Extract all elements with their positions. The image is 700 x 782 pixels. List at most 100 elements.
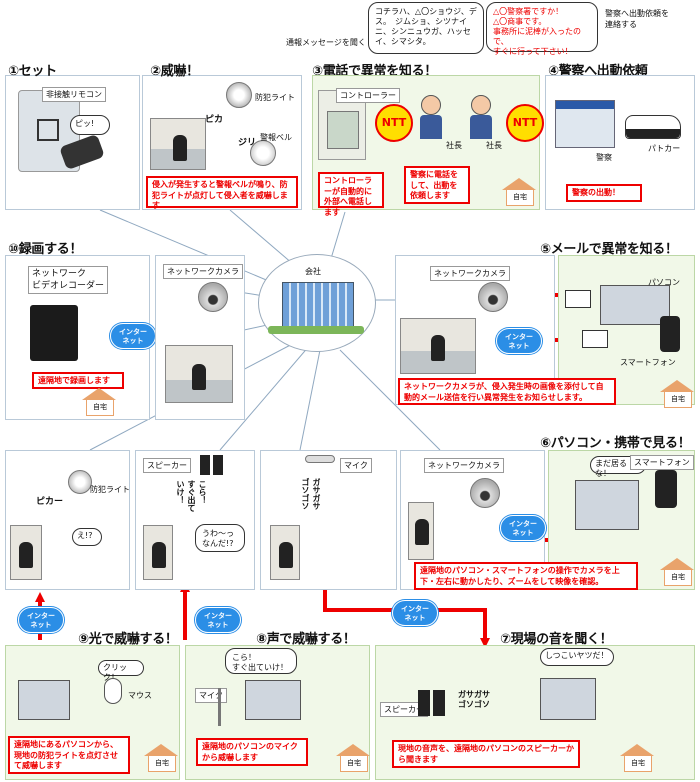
korasugu-text: こら！ すぐ出て いけ！ xyxy=(176,480,207,512)
mail-icon-1 xyxy=(565,290,591,308)
intrusion-photo-email xyxy=(400,318,476,374)
president-figure-1 xyxy=(420,95,442,140)
mic-label-7: マイク xyxy=(340,458,372,473)
intrusion-photo-view xyxy=(408,502,434,560)
smartphone-label: スマートフォン xyxy=(620,358,676,367)
police-request-text: 警察へ出動依頼を 連絡する xyxy=(605,9,669,29)
bip-bubble: ピッ! xyxy=(70,115,110,135)
section-title-email: ⑤メールで異常を知る！ xyxy=(540,242,678,257)
camera-icon-record xyxy=(198,282,228,312)
patrol-car-icon xyxy=(625,115,681,139)
caption-sound: 現地の音声を、遠隔地のパソコンのスピーカーから聞きます xyxy=(392,740,580,768)
speaker-icon-7b xyxy=(433,690,445,716)
mic-icon-7 xyxy=(305,455,335,463)
eh-bubble: え!? xyxy=(72,528,102,546)
home-icon-8: 自宅 xyxy=(336,744,370,772)
remote-label: 非接触リモコン xyxy=(42,87,106,102)
section-title-light: ⑨光で威嚇する！ xyxy=(78,632,178,647)
persistent-bubble: しつこいヤツだ！ xyxy=(540,648,614,666)
controller-label: コントローラー xyxy=(336,88,400,103)
mic-stand-icon xyxy=(218,688,221,726)
gasagasa-remote-text: ガサガサ ゴソゴソ xyxy=(458,690,490,709)
nvr-device xyxy=(30,305,78,361)
click-bubble: クリック！ xyxy=(98,660,144,682)
section-title-sound: ⑦現場の音を聞く！ xyxy=(500,632,613,647)
uwa-bubble: うわ～っ なんだ!? xyxy=(195,524,245,552)
caption-police-dispatch: 警察の出動！ xyxy=(566,184,642,202)
company-building-icon xyxy=(282,282,354,328)
pc-user-voice xyxy=(245,680,301,720)
mic-label-8: マイク xyxy=(195,688,227,703)
reader-logo-icon xyxy=(37,119,59,141)
mouse-icon xyxy=(104,678,122,704)
mail-icon-2 xyxy=(582,330,608,348)
president-figure-2 xyxy=(470,95,492,140)
caption-light: 遠隔地にあるパソコンから、現地の防犯ライトを点灯させて威嚇します xyxy=(8,736,130,774)
section-title-voice: ⑧声で威嚇する！ xyxy=(256,632,356,647)
jiri-text: ジリ… xyxy=(238,138,266,148)
intrusion-photo-voice xyxy=(143,525,173,580)
intrusion-photo-sound xyxy=(270,525,300,580)
pc-user-sound xyxy=(540,678,596,720)
pc-user-light xyxy=(18,680,70,720)
ntt-icon-1: NTT xyxy=(375,104,413,142)
home-icon-3: 自宅 xyxy=(502,178,536,206)
president-call-bubble: △〇警察署ですか！ △〇商事です。 事務所に泥棒が入ったので、 すぐに行って下さ… xyxy=(486,2,598,56)
section-title-set: ①セット xyxy=(8,64,57,79)
police-label: 警察 xyxy=(596,153,612,162)
camera-icon-email xyxy=(478,282,508,312)
pika2-text: ピカー xyxy=(36,497,64,507)
internet-cloud-6: インター ネット xyxy=(500,515,546,541)
internet-cloud-5: インター ネット xyxy=(496,328,542,354)
camera-label-email: ネットワークカメラ xyxy=(430,266,510,281)
patrol-car-label: パトカー xyxy=(648,144,681,153)
speaker-label-7: スピーカー xyxy=(380,702,428,717)
laptop-icon xyxy=(600,285,670,325)
voice-msg-bubble: コチラハ、△〇ショウジ、デス。 ジムショ、シツナイニ、シンニュウガ、ハッセイ、シ… xyxy=(368,2,484,54)
section-title-threat: ②威嚇！ xyxy=(150,64,199,79)
home-icon-7: 自宅 xyxy=(620,744,654,772)
controller-device xyxy=(318,90,366,160)
internet-cloud-8: インター ネット xyxy=(195,607,241,633)
smartphone-label-view: スマートフォン xyxy=(630,455,694,470)
caption-police-call: 警察に電話をして、出動を依頼します xyxy=(404,166,470,204)
intrusion-photo-light xyxy=(10,525,42,580)
internet-cloud-9: インター ネット xyxy=(18,607,64,633)
caption-controller-call: コントローラーが自動的に外部へ電話します xyxy=(318,172,384,217)
alarm-msg-text: 通報メッセージを聞く xyxy=(286,38,366,47)
section-title-record: ⑩録画する！ xyxy=(8,242,83,257)
company-ground xyxy=(268,326,364,334)
pika-text: ピカ xyxy=(205,115,224,125)
speaker-icon-8 xyxy=(200,455,210,475)
president-label-2: 社長 xyxy=(486,141,502,150)
pc-user-view xyxy=(575,480,639,530)
home-icon-6: 自宅 xyxy=(660,558,694,586)
smartphone-icon-view xyxy=(655,470,677,508)
nvr-label: ネットワーク ビデオレコーダー xyxy=(28,266,109,294)
camera-label-record: ネットワークカメラ xyxy=(163,264,243,279)
home-icon-5: 自宅 xyxy=(660,380,694,408)
president-label-1: 社長 xyxy=(446,141,462,150)
pc-label: パソコン xyxy=(648,278,680,287)
alarm-bell-icon xyxy=(250,140,276,166)
home-icon-9: 自宅 xyxy=(144,744,178,772)
mouse-label: マウス xyxy=(128,691,152,700)
gasagasa-text: ガサガサ ゴソゴソ xyxy=(301,478,321,510)
internet-cloud-7: インター ネット xyxy=(392,600,438,626)
intrusion-photo-record xyxy=(165,345,233,403)
internet-cloud-10: インター ネット xyxy=(110,323,156,349)
crime-light-icon-9 xyxy=(68,470,92,494)
speaker-label-8: スピーカー xyxy=(143,458,191,473)
section-title-view: ⑥パソコン・携帯で見る！ xyxy=(540,436,691,451)
crime-light-label-9: 防犯ライト xyxy=(90,485,130,494)
company-label: 会社 xyxy=(305,267,321,276)
speaker-icon-7a xyxy=(418,690,430,716)
crime-light-icon xyxy=(226,82,252,108)
home-icon-10: 自宅 xyxy=(82,388,116,416)
smartphone-icon xyxy=(660,316,680,352)
ntt-icon-2: NTT xyxy=(506,104,544,142)
camera-icon-view xyxy=(470,478,500,508)
caption-voice: 遠隔地のパソコンのマイクから威嚇します xyxy=(196,738,308,766)
korasugu2-bubble: こら！ すぐ出ていけ！ xyxy=(225,648,297,674)
caption-view: 遠隔地のパソコン・スマートフォンの操作でカメラを上下・左右に動かしたり、ズームを… xyxy=(414,562,638,590)
